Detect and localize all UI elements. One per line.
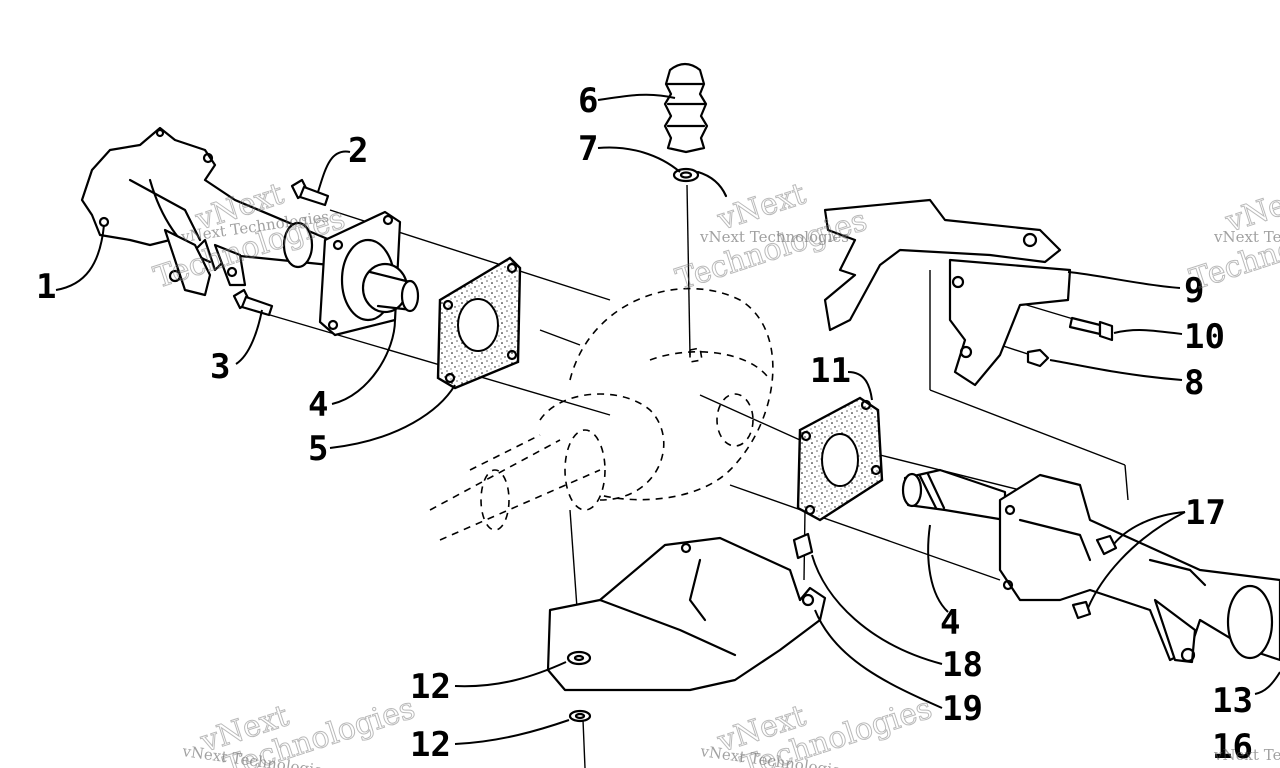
part-19-lower-bracket [546, 536, 827, 692]
watermark-text: vNext Technologies [699, 228, 849, 246]
differential-housing-outline [429, 287, 774, 541]
part-10-bolt [1068, 316, 1114, 342]
callout-12-lower: 12 [410, 725, 451, 765]
callout-4-left: 4 [308, 385, 328, 425]
callout-4-right: 4 [940, 603, 960, 643]
part-12-washer-lower [568, 709, 592, 723]
part-13-right-axle-housing [998, 473, 1280, 664]
callout-1: 1 [36, 267, 56, 307]
part-4-left-output-flange [318, 210, 420, 337]
part-2-bolt [290, 178, 330, 207]
part-6-rubber-boot [663, 62, 709, 154]
callout-11: 11 [810, 351, 851, 391]
callout-7: 7 [578, 129, 598, 169]
callout-labels: 1 2 3 4 5 6 7 8 9 10 11 12 12 13 16 17 1… [36, 81, 1253, 767]
callout-8: 8 [1184, 363, 1204, 403]
callout-9: 9 [1184, 271, 1204, 311]
leader-lines [55, 93, 1280, 745]
part-12-washer-upper [566, 650, 592, 666]
callout-6: 6 [578, 81, 598, 121]
part-11-right-gasket [796, 396, 884, 522]
watermark-text: vNext Technologies [1213, 746, 1280, 764]
callout-3: 3 [210, 347, 230, 387]
part-1-left-axle-housing [80, 126, 342, 297]
callout-16: 16 [1212, 727, 1253, 767]
part-4-right-splined-shaft [901, 468, 1007, 522]
callout-10: 10 [1184, 317, 1225, 357]
callout-2: 2 [348, 131, 368, 171]
callout-19: 19 [942, 689, 983, 729]
watermark-text: vNext Technologies [1213, 228, 1280, 246]
callout-5: 5 [308, 429, 328, 469]
part-5-left-gasket [436, 256, 522, 390]
callout-12-upper: 12 [410, 667, 451, 707]
part-3-bolt [232, 288, 274, 317]
part-7-o-ring [672, 167, 728, 198]
callout-18: 18 [942, 645, 983, 685]
callout-13: 13 [1212, 681, 1253, 721]
part-8-screw [1026, 348, 1050, 368]
part-17-nuts [1071, 534, 1118, 620]
part-18-clip [792, 532, 814, 560]
callout-17: 17 [1185, 493, 1226, 533]
part-9-mounting-bracket [823, 198, 1129, 501]
